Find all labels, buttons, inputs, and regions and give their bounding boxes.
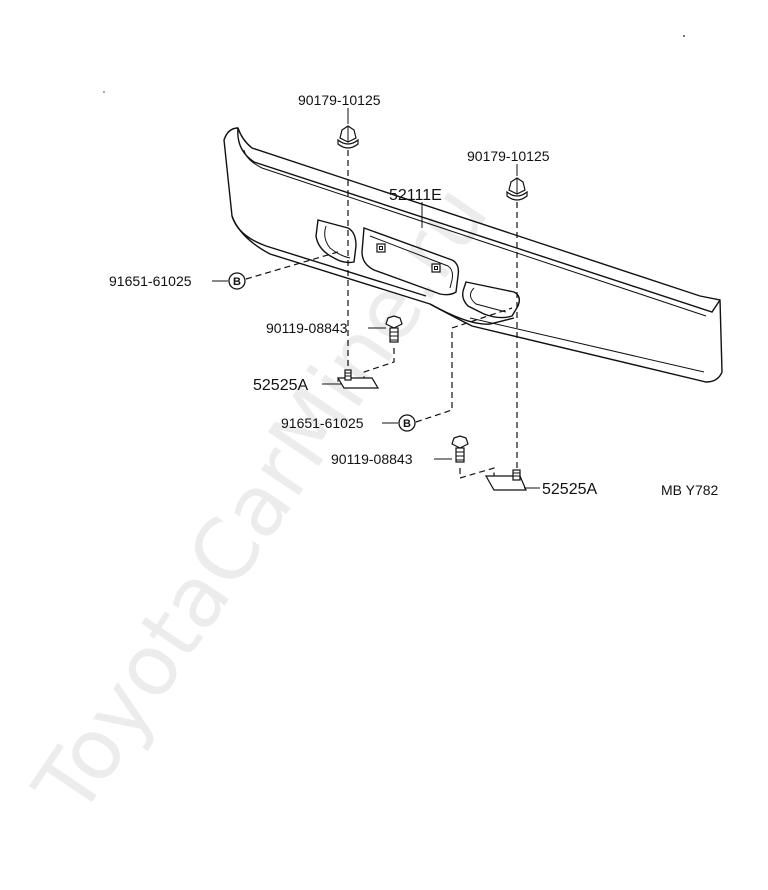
badge-b-lower: B	[398, 414, 416, 432]
label-bumper: 52111E	[389, 187, 442, 204]
nut-top-left	[337, 125, 359, 149]
label-clip-lower: 91651-61025	[281, 415, 364, 431]
svg-text:B: B	[403, 418, 411, 430]
dash-clip-lower	[415, 307, 513, 423]
label-bracket-left: 52525A	[253, 377, 308, 394]
nut-top-right	[506, 177, 528, 201]
svg-text:B: B	[233, 276, 241, 288]
label-bolt-upper: 90119-08843	[266, 320, 348, 336]
label-nut-top-left: 90179-10125	[298, 92, 381, 108]
dash-clip-upper	[245, 251, 339, 280]
dash-bolt-lower	[459, 467, 495, 479]
bracket-right	[484, 469, 527, 491]
bolt-upper	[385, 315, 403, 343]
label-bolt-lower: 90119-08843	[331, 451, 413, 467]
label-clip-upper: 91651-61025	[109, 273, 192, 289]
badge-b-upper: B	[228, 272, 246, 290]
label-nut-top-right: 90179-10125	[467, 148, 550, 164]
bracket-left	[336, 369, 380, 389]
bolt-lower	[451, 435, 469, 463]
bumper-52111E	[223, 127, 723, 383]
label-bracket-right: 52525A	[542, 481, 597, 498]
label-ref-code: MB Y782	[661, 482, 719, 498]
stray-dots	[103, 35, 685, 93]
